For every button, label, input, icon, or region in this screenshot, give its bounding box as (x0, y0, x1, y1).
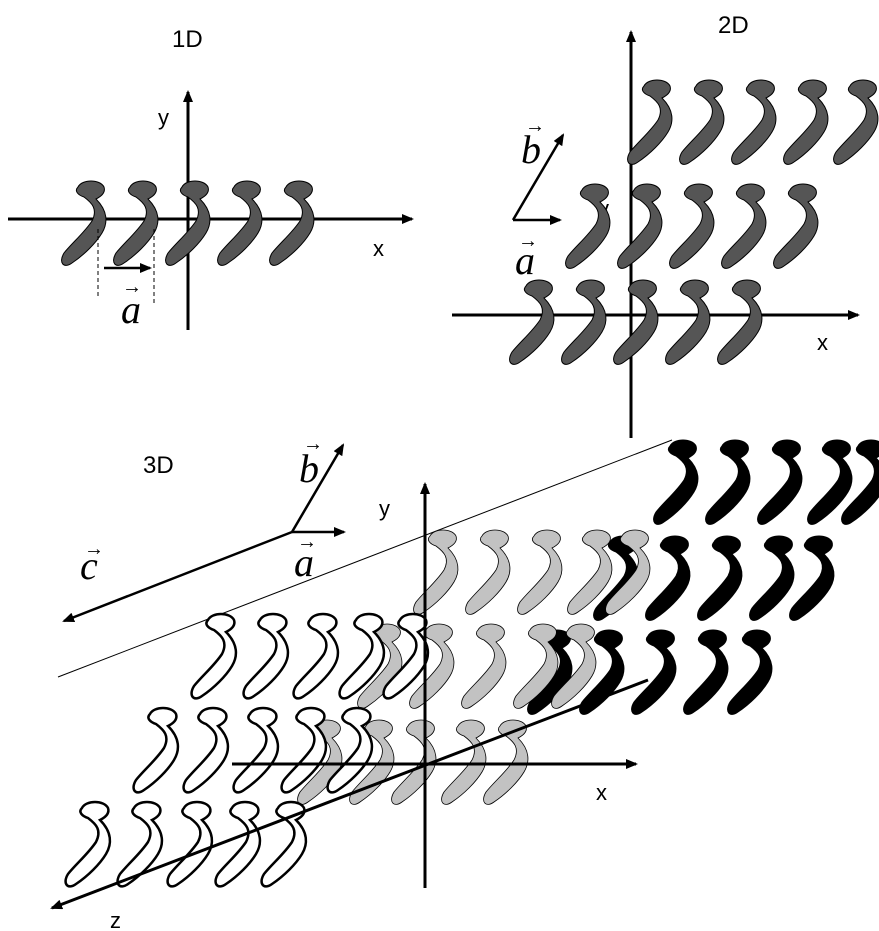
molecule-icon (784, 80, 828, 164)
z-axis-label-3d: z (110, 908, 121, 931)
molecule-icon (646, 536, 690, 620)
molecule-icon (774, 184, 818, 268)
molecule-icon (718, 280, 762, 364)
molecule-icon (614, 280, 658, 364)
molecule-icon (218, 181, 262, 265)
molecule-icon (722, 184, 766, 268)
panel-2d: 2D x y a → b → (452, 12, 878, 438)
molecule-icon (484, 720, 528, 804)
molecule-icon (134, 708, 178, 792)
molecule-icon (566, 184, 610, 268)
molecule-icon (294, 614, 338, 698)
molecule-icon (758, 440, 802, 524)
molecule-icon (114, 181, 158, 265)
vector-a-arrow-hat-1d: → (122, 276, 142, 298)
molecule-icon (698, 536, 742, 620)
molecule-icon (666, 280, 710, 364)
molecule-layer-white (66, 614, 428, 886)
molecule-icon (510, 280, 554, 364)
molecule-icon (706, 440, 750, 524)
y-axis-label-3d: y (379, 496, 390, 521)
panel-3d-title: 3D (143, 452, 174, 479)
vector-b-arrow-hat-3d: → (303, 433, 323, 455)
molecule-icon (462, 624, 506, 708)
molecule-icon (632, 630, 676, 714)
x-axis-label-3d: x (596, 780, 607, 805)
molecule-icon (234, 708, 278, 792)
molecule-icon (244, 614, 288, 698)
molecule-icon (728, 630, 772, 714)
molecule-icon (518, 530, 562, 614)
molecule-icon (670, 184, 714, 268)
x-axis-label-2d: x (817, 330, 828, 355)
molecule-icon (184, 708, 228, 792)
molecule-icon (680, 80, 724, 164)
molecule-icon (732, 80, 776, 164)
molecule-icon (66, 802, 110, 886)
molecule-icon (834, 80, 878, 164)
panel-2d-title: 2D (718, 12, 749, 39)
molecule-icon (618, 184, 662, 268)
molecule-rows-2d (510, 80, 878, 364)
vector-a-arrow-hat-3d: → (297, 531, 317, 553)
molecule-icon (414, 530, 458, 614)
molecule-icon (654, 440, 698, 524)
molecule-icon (442, 720, 486, 804)
molecule-icon (750, 536, 794, 620)
molecule-icon (684, 630, 728, 714)
molecule-icon (628, 80, 672, 164)
molecule-icon (466, 530, 510, 614)
panel-1d-title: 1D (172, 26, 203, 53)
molecule-icon (790, 536, 834, 620)
panel-1d: 1D x y a → (8, 26, 412, 332)
vector-c-arrow-hat-3d: → (84, 538, 104, 560)
x-axis-label-1d: x (373, 236, 384, 261)
y-axis-label-1d: y (158, 105, 169, 130)
molecule-icon (168, 802, 212, 886)
molecule-icon (270, 181, 314, 265)
vector-b-arrow-hat-2d: → (525, 115, 545, 137)
panel-3d: 3D (52, 433, 879, 931)
molecule-icon (562, 280, 606, 364)
molecule-icon (62, 181, 106, 265)
vector-a-arrow-hat-2d: → (518, 230, 538, 252)
molecule-icon (192, 614, 236, 698)
